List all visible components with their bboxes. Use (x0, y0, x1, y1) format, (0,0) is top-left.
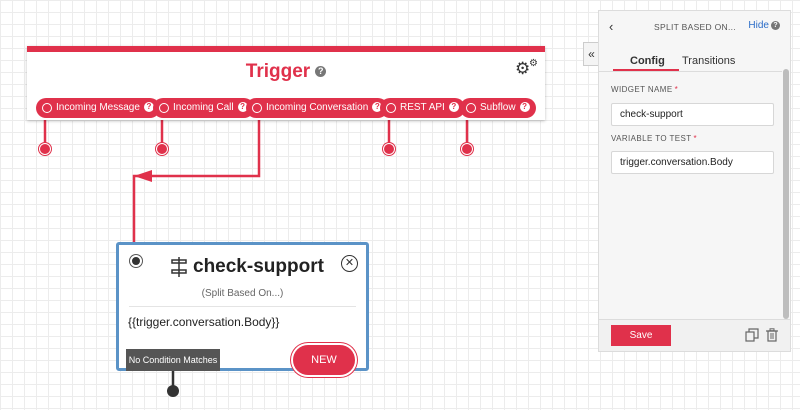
question-circle-icon[interactable]: ? (143, 102, 154, 113)
transition-incoming-message[interactable]: Incoming Message? (36, 98, 160, 118)
save-button[interactable]: Save (611, 325, 671, 346)
widget-name-label-text: WIDGET NAME (611, 85, 673, 94)
split-variable-expression: {{trigger.conversation.Body}} (128, 315, 280, 329)
panel-scrollbar[interactable] (783, 69, 789, 319)
wire-incoming-conversation (132, 111, 261, 250)
connector-no-condition[interactable] (167, 385, 179, 397)
required-mark: * (674, 85, 679, 94)
wire-arrowhead (134, 170, 152, 182)
question-circle-icon[interactable]: ? (315, 66, 327, 78)
trigger-title-text: Trigger (245, 61, 311, 82)
split-subtitle: (Split Based On...) (201, 288, 284, 299)
split-input-connector[interactable] (130, 255, 142, 267)
panel-footer: Save (599, 319, 790, 351)
transition-label: Incoming Conversation (266, 102, 369, 113)
widget-name-label: WIDGET NAME* (611, 85, 678, 94)
trash-icon[interactable] (766, 328, 778, 342)
double-chevron-left-icon[interactable]: « (583, 42, 599, 66)
trigger-title: Trigger? (27, 61, 545, 83)
question-circle-icon[interactable]: ? (372, 102, 383, 113)
question-circle-icon[interactable]: ? (448, 102, 459, 113)
radio-ring-icon (466, 103, 476, 113)
variable-to-test-input[interactable] (611, 151, 774, 174)
chevron-left-icon[interactable]: ‹ (609, 19, 614, 34)
active-tab-indicator (613, 69, 679, 71)
question-circle-icon[interactable]: ? (237, 102, 248, 113)
radio-ring-icon (386, 103, 396, 113)
connector-incoming-call[interactable] (156, 143, 168, 155)
question-circle-icon[interactable]: ? (771, 20, 780, 30)
tab-divider (599, 71, 782, 72)
widget-name-input[interactable] (611, 103, 774, 126)
radio-ring-icon (252, 103, 262, 113)
tab-transitions[interactable]: Transitions (682, 55, 736, 67)
variable-to-test-label: VARIABLE TO TEST* (611, 134, 697, 143)
split-icon (171, 257, 187, 277)
transition-rest-api[interactable]: REST API? (380, 98, 465, 118)
radio-ring-icon (42, 103, 52, 113)
variable-label-text: VARIABLE TO TEST (611, 134, 692, 143)
split-title: check-support (193, 256, 324, 277)
connector-rest-api[interactable] (383, 143, 395, 155)
gears-icon[interactable]: ⚙⚙ (515, 58, 538, 78)
transition-label: Incoming Message (56, 102, 140, 113)
no-condition-matches-transition[interactable]: No Condition Matches (126, 349, 220, 371)
split-divider (129, 306, 356, 307)
transition-subflow[interactable]: Subflow? (460, 98, 536, 118)
transition-label: REST API (400, 102, 445, 113)
connector-incoming-message[interactable] (39, 143, 51, 155)
transition-label: Incoming Call (173, 102, 234, 113)
required-mark: * (693, 134, 698, 143)
connector-subflow[interactable] (461, 143, 473, 155)
panel-title: SPLIT BASED ON... (654, 22, 736, 32)
widget-config-panel: ‹ SPLIT BASED ON... Hide? Config Transit… (598, 10, 791, 352)
transition-label: Subflow (480, 102, 516, 113)
close-circle-icon[interactable]: ✕ (341, 255, 358, 272)
tab-config[interactable]: Config (630, 55, 665, 67)
trigger-widget[interactable]: Trigger? ⚙⚙ Incoming Message? Incoming C… (27, 46, 545, 120)
hide-label[interactable]: Hide (748, 20, 769, 31)
transition-incoming-call[interactable]: Incoming Call? (153, 98, 254, 118)
new-transition-button[interactable]: NEW (293, 345, 355, 375)
radio-ring-icon (159, 103, 169, 113)
duplicate-icon[interactable] (745, 328, 759, 342)
question-circle-icon[interactable]: ? (519, 102, 530, 113)
transition-incoming-conversation[interactable]: Incoming Conversation? (246, 98, 389, 118)
hide-panel-link[interactable]: Hide? (748, 20, 780, 31)
